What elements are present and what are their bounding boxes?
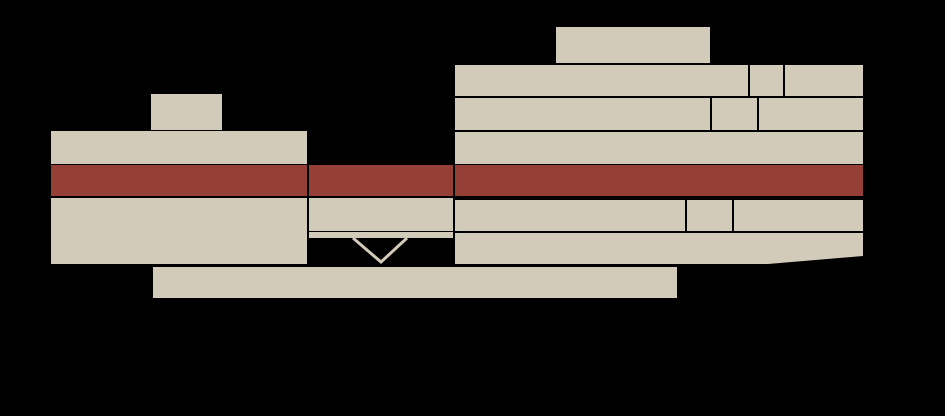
left-lower-inset (155, 198, 307, 231)
right-row-1-main (455, 65, 748, 96)
red-band-left (51, 165, 307, 196)
right-row-4-end (734, 200, 863, 231)
right-row-1-pillar (750, 65, 783, 96)
right-structure (455, 27, 863, 264)
bottom-base-slab (153, 267, 677, 298)
middle-lower-lip (309, 232, 453, 238)
left-upper-slab (51, 131, 307, 164)
right-row-1-end (785, 65, 863, 96)
right-row-2-connector (712, 98, 757, 130)
right-row-3-slab (455, 132, 863, 164)
right-row-2-end (759, 98, 863, 130)
middle-structure (309, 198, 453, 265)
red-band-middle (309, 165, 453, 196)
left-top-block (151, 94, 222, 130)
right-bottom-wedge (455, 233, 863, 264)
right-row-4-connector (687, 200, 732, 231)
red-band-right (455, 165, 863, 196)
middle-v-notch (352, 236, 409, 265)
right-row-4-main (455, 200, 685, 231)
middle-lower-slab (309, 198, 453, 231)
right-row-2-main (455, 98, 710, 130)
left-structure (51, 94, 307, 264)
right-top-block (556, 27, 710, 63)
red-band (51, 165, 863, 196)
